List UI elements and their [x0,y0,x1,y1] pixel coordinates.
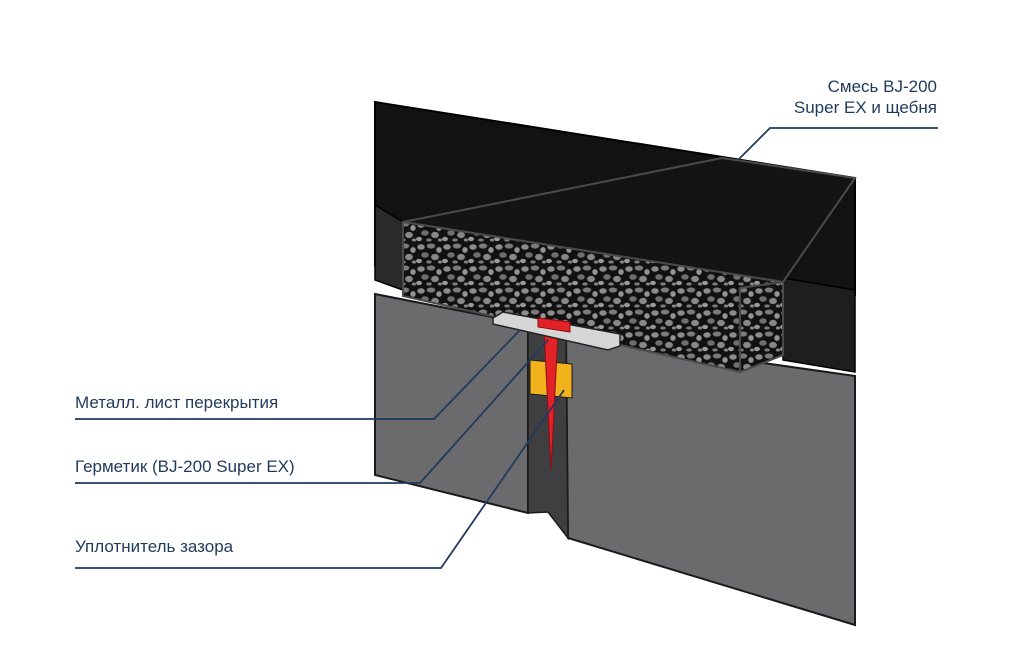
label-metal-sheet: Металл. лист перекрытия [75,393,279,412]
mix-side-face [739,280,784,374]
label-gap-filler: Уплотнитель зазора [75,537,234,556]
label-sealant: Герметик (BJ-200 Super EX) [75,457,295,476]
callout-line-gap-filler [75,389,565,569]
callout-line-sealant [75,339,549,484]
label-mix-line2: Super EX и щебня [793,98,937,117]
callout-line-metal-sheet [75,329,521,420]
concrete-slab-right [564,333,856,627]
label-mix-line1: Смесь BJ-200 [827,77,937,96]
label-bj200-gravel-mix: Смесь BJ-200 Super EX и щебня [794,76,937,118]
sealant-top [537,317,571,333]
asphalt-right-layer [782,277,856,373]
metal-cover-plate [492,311,621,351]
callout-line-mix [737,127,938,161]
